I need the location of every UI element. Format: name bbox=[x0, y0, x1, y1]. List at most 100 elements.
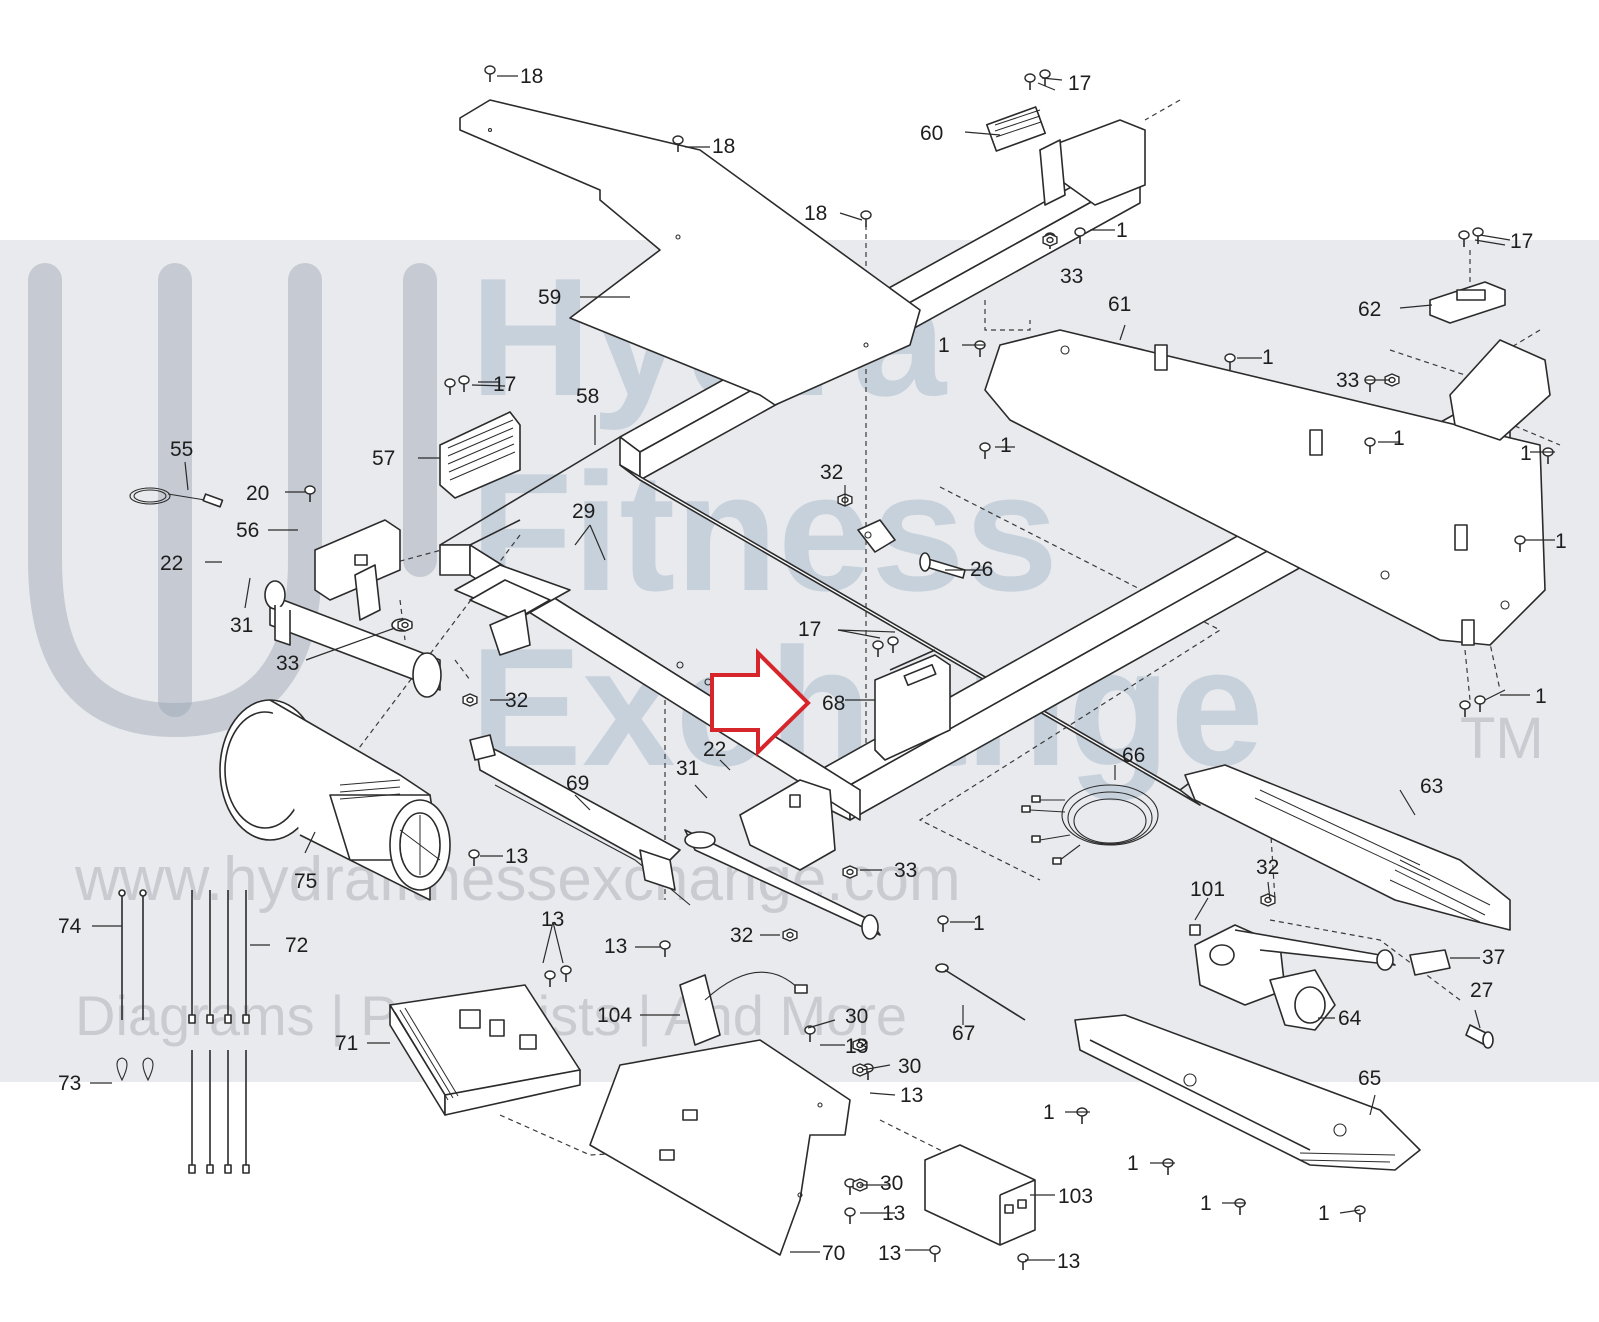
part-label-33: 33 bbox=[894, 859, 917, 882]
part-label-74: 74 bbox=[58, 915, 82, 938]
screw-icon bbox=[1234, 1198, 1246, 1215]
part-label-67: 67 bbox=[952, 1022, 975, 1045]
screw-icon bbox=[937, 915, 949, 932]
screw-icon bbox=[444, 378, 456, 395]
tie-67 bbox=[935, 963, 1026, 1021]
part-label-68: 68 bbox=[822, 692, 845, 715]
small-parts-37-27 bbox=[1409, 949, 1494, 1049]
part-label-20: 20 bbox=[246, 482, 269, 505]
side-plate-61 bbox=[984, 329, 1546, 646]
nut-icon bbox=[852, 1038, 868, 1052]
controller-71 bbox=[389, 984, 581, 1116]
motor-hood-63 bbox=[1184, 764, 1511, 931]
part-label-1: 1 bbox=[938, 334, 950, 357]
screw-icon bbox=[1024, 73, 1036, 90]
part-label-31: 31 bbox=[230, 614, 253, 637]
part-label-32: 32 bbox=[820, 461, 843, 484]
watermark-brand-2: Fitness bbox=[470, 438, 1058, 626]
part-label-1: 1 bbox=[973, 912, 985, 935]
part-label-29: 29 bbox=[572, 500, 595, 523]
part-label-13: 13 bbox=[604, 935, 627, 958]
part-label-69: 69 bbox=[566, 772, 589, 795]
part-label-17: 17 bbox=[1510, 230, 1533, 253]
motor-75 bbox=[219, 699, 451, 901]
part-label-27: 27 bbox=[1470, 979, 1493, 1002]
cable-ties-72 bbox=[188, 890, 250, 1174]
part-label-32: 32 bbox=[730, 924, 753, 947]
screw-icon bbox=[458, 375, 470, 392]
hydra-logo-icon bbox=[28, 263, 437, 738]
nut-icon bbox=[462, 693, 478, 707]
part-label-17: 17 bbox=[493, 373, 516, 396]
part-label-103: 103 bbox=[1058, 1185, 1093, 1208]
part-label-32: 32 bbox=[1256, 856, 1279, 879]
part-label-58: 58 bbox=[576, 385, 599, 408]
part-label-59: 59 bbox=[538, 286, 561, 309]
screw-icon bbox=[1074, 227, 1086, 244]
part-label-26: 26 bbox=[970, 558, 993, 581]
nut-icon bbox=[1260, 893, 1276, 907]
part-label-60: 60 bbox=[920, 122, 943, 145]
part-label-1: 1 bbox=[1318, 1202, 1330, 1225]
screw-icon bbox=[468, 849, 480, 866]
screw-icon bbox=[1354, 1205, 1366, 1222]
wire-55 bbox=[129, 487, 224, 508]
ties-74-73 bbox=[116, 889, 154, 1082]
screw-icon bbox=[304, 485, 316, 502]
nut-icon bbox=[782, 928, 798, 942]
screw-icon bbox=[1017, 1253, 1029, 1270]
part-label-1: 1 bbox=[1555, 530, 1567, 553]
part-label-55: 55 bbox=[170, 438, 193, 461]
cable-66 bbox=[1021, 784, 1159, 865]
screw-icon bbox=[484, 65, 496, 82]
part-label-18: 18 bbox=[520, 65, 543, 88]
nut-icon bbox=[1042, 233, 1058, 247]
part-label-63: 63 bbox=[1420, 775, 1443, 798]
part-label-64: 64 bbox=[1338, 1007, 1362, 1030]
part-label-22: 22 bbox=[160, 552, 183, 575]
part-label-1: 1 bbox=[1000, 434, 1012, 457]
part-label-65: 65 bbox=[1358, 1067, 1381, 1090]
screw-icon bbox=[887, 636, 899, 653]
part-label-33: 33 bbox=[1336, 369, 1359, 392]
part-label-1: 1 bbox=[1127, 1152, 1139, 1175]
screw-icon bbox=[560, 965, 572, 982]
part-label-22: 22 bbox=[703, 738, 726, 761]
part-label-72: 72 bbox=[285, 934, 308, 957]
electronics-plate-70 bbox=[589, 1039, 851, 1256]
screw-icon bbox=[1472, 227, 1484, 244]
part-label-32: 32 bbox=[505, 689, 528, 712]
screw-icon bbox=[1162, 1158, 1174, 1175]
screw-icon bbox=[1458, 230, 1470, 247]
part-label-56: 56 bbox=[236, 519, 259, 542]
part-label-101: 101 bbox=[1190, 878, 1225, 901]
part-label-33: 33 bbox=[1060, 265, 1083, 288]
screw-icon bbox=[1459, 700, 1471, 717]
part-label-30: 30 bbox=[898, 1055, 921, 1078]
lift-motor-64 bbox=[1189, 924, 1396, 1031]
part-label-13: 13 bbox=[1057, 1250, 1080, 1273]
center-bracket bbox=[454, 564, 571, 656]
screw-icon bbox=[1364, 437, 1376, 454]
screw-icon bbox=[860, 210, 872, 227]
part-label-13: 13 bbox=[505, 845, 528, 868]
part-label-18: 18 bbox=[804, 202, 827, 225]
part-label-31: 31 bbox=[676, 757, 699, 780]
nut-icon bbox=[842, 865, 858, 879]
base-cover-65 bbox=[1074, 1014, 1421, 1171]
rear-cover-60-area bbox=[985, 106, 1146, 206]
nut-icon bbox=[1384, 373, 1400, 387]
watermark-trademark: TM bbox=[1460, 706, 1544, 771]
part-label-13: 13 bbox=[882, 1202, 905, 1225]
part-label-18: 18 bbox=[712, 135, 735, 158]
screw-icon bbox=[804, 1025, 816, 1042]
screw-icon bbox=[929, 1245, 941, 1262]
bracket-26-area bbox=[857, 519, 966, 579]
part-label-13: 13 bbox=[878, 1242, 901, 1265]
filter-104 bbox=[679, 971, 808, 1046]
part-label-71: 71 bbox=[335, 1032, 358, 1055]
part-label-30: 30 bbox=[845, 1005, 868, 1028]
part-label-62: 62 bbox=[1358, 298, 1381, 321]
